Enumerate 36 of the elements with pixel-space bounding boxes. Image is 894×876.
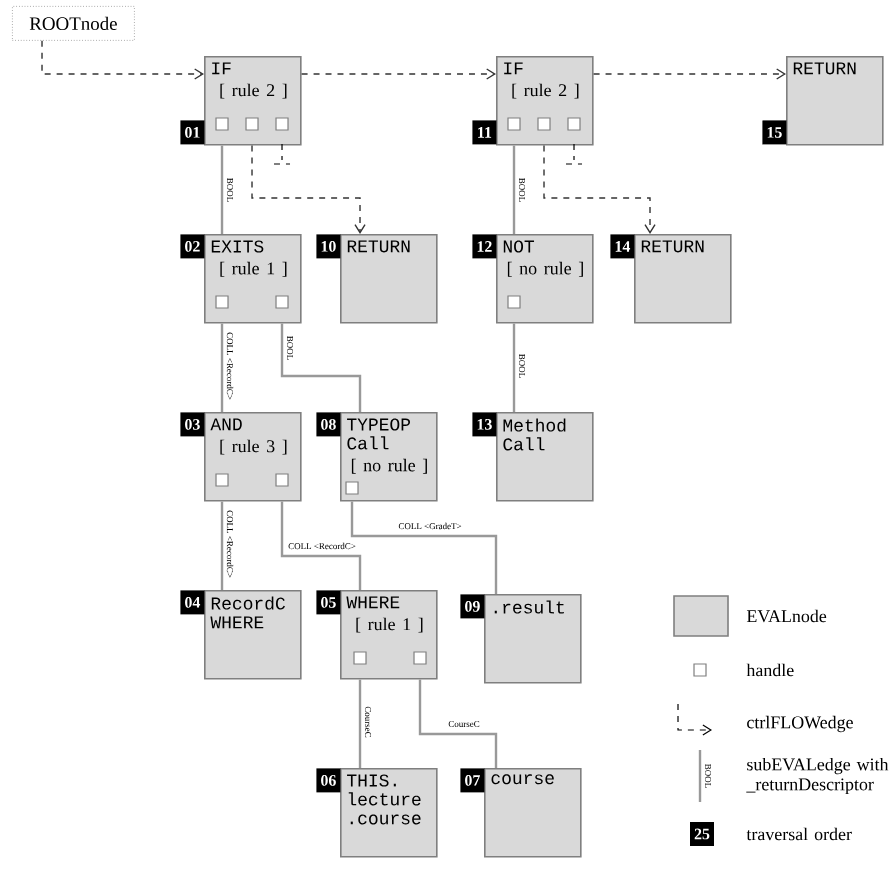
connector (418, 679, 498, 768)
connector (350, 501, 498, 594)
legend-text: traversal order (746, 827, 852, 841)
connector (592, 68, 786, 80)
root-node: ROOTnode (12, 6, 135, 41)
eval-node: IF [ rule 2 ] (496, 56, 594, 146)
connector (300, 68, 496, 80)
legend-text: EVALnode (746, 609, 827, 623)
eval-node: RecordC WHERE (204, 590, 302, 680)
legend-text: subEVALedge with _returnDescriptor (746, 757, 889, 795)
eval-node: EXITS [ rule 1 ] (204, 234, 302, 324)
eval-node: RETURN (340, 234, 438, 324)
connector (280, 501, 362, 590)
eval-node: RETURN (634, 234, 732, 324)
connector (220, 145, 224, 234)
eval-node: NOT [ no rule ] (496, 234, 594, 324)
connector (41, 40, 204, 80)
eval-node: .result (484, 594, 582, 684)
connector (512, 145, 516, 234)
eval-node: IF [ rule 2 ] (204, 56, 302, 146)
eval-node: AND [ rule 3 ] (204, 411, 302, 502)
connector (220, 323, 224, 412)
connector (251, 144, 366, 234)
eval-node: RETURN (786, 56, 884, 146)
connector (280, 323, 362, 412)
legend-text: handle (746, 663, 794, 677)
legend-text: ctrlFLOWedge (747, 715, 853, 733)
connector (543, 144, 656, 234)
eval-node: WHERE [ rule 1 ] (340, 590, 438, 680)
connector (220, 501, 224, 590)
eval-node: TYPEOP Call [ no rule ] (340, 411, 438, 502)
eval-node: course (484, 768, 582, 858)
eval-node: Method Call (496, 411, 594, 502)
eval-node: THIS. lecture .course (340, 768, 438, 858)
connector (512, 323, 516, 412)
connector (358, 679, 362, 768)
